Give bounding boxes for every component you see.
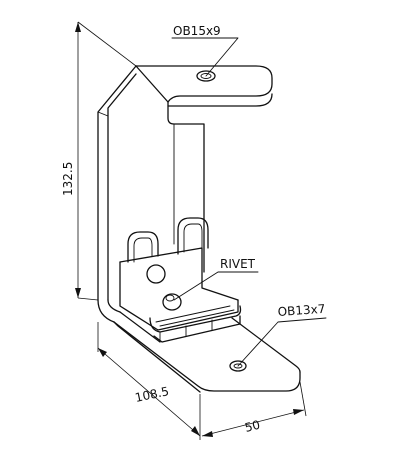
slot-top-callout: OB15x9 — [171, 24, 239, 77]
slot-top-label: OB15x9 — [173, 24, 221, 38]
slot-bottom-label: OB13x7 — [277, 302, 326, 319]
top-slot — [196, 70, 216, 82]
rivet-clip — [119, 217, 242, 343]
height-dimension: 132.5 — [61, 21, 137, 301]
height-value: 132.5 — [61, 162, 75, 196]
depth-dimension: 108.5 — [97, 322, 201, 440]
width-value: 50 — [243, 418, 261, 435]
rivet-callout: RIVET — [173, 257, 259, 301]
bottom-slot — [229, 360, 247, 372]
slot-bottom-callout: OB13x7 — [237, 302, 327, 367]
rivet-label: RIVET — [220, 257, 256, 271]
depth-value: 108.5 — [134, 384, 171, 405]
width-dimension: 50 — [201, 381, 307, 437]
bracket-outline — [97, 65, 301, 393]
